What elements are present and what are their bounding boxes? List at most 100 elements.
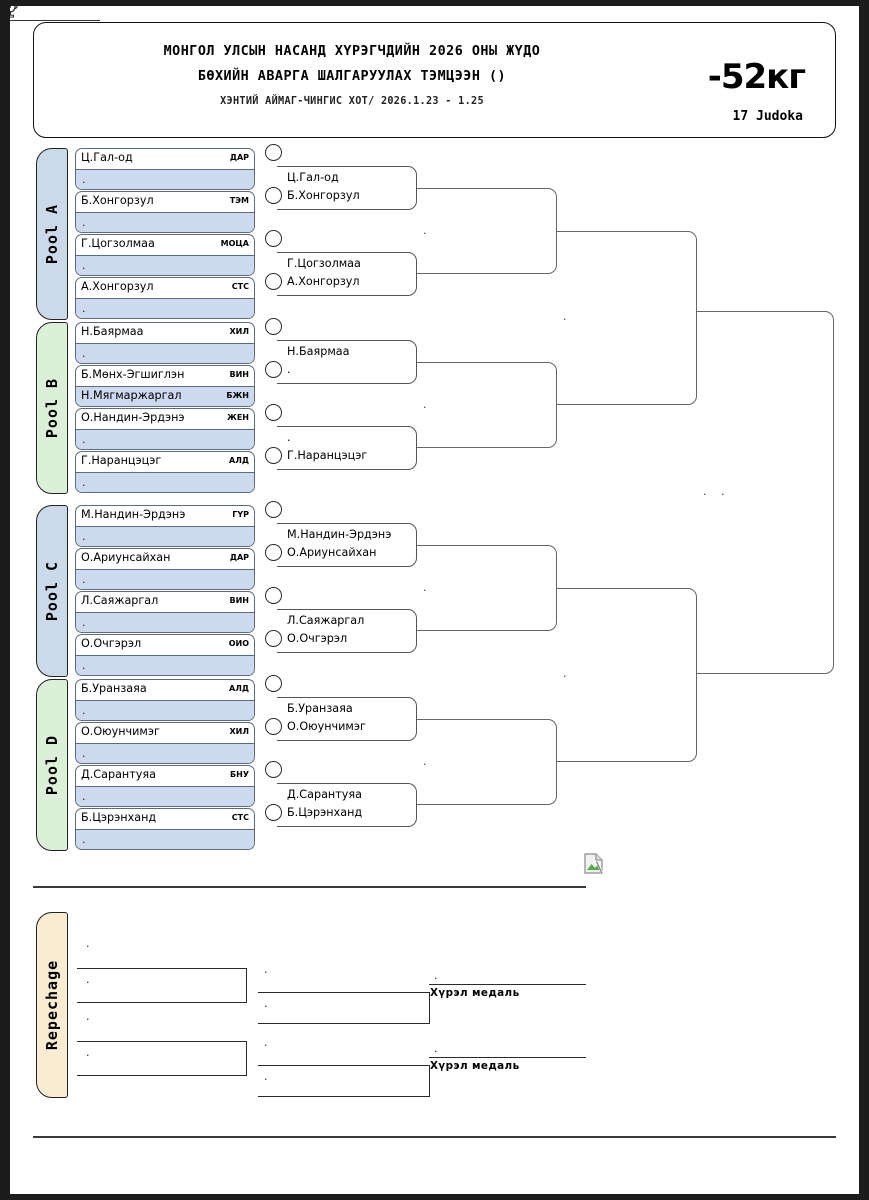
subslot-placeholder: . xyxy=(82,704,86,717)
semifinal-result: . xyxy=(563,667,567,680)
final-connector[interactable] xyxy=(697,311,834,674)
section-divider-top xyxy=(33,886,586,888)
competitor-subslot[interactable]: . xyxy=(76,655,254,675)
repechage-upper-line-top xyxy=(77,968,247,969)
round2-line1: Б.Уранзаяа xyxy=(287,702,353,715)
competitor-club: ДАР xyxy=(229,153,249,162)
competitor-subslot[interactable]: . xyxy=(76,526,254,546)
competitor-club: СТС xyxy=(231,282,249,291)
round2-line1: Ц.Гал-од xyxy=(287,171,339,184)
bout-circle[interactable] xyxy=(265,187,282,204)
bout-circle[interactable] xyxy=(265,501,282,518)
competitor-name: А.Хонгорзул xyxy=(81,280,154,293)
final-result: . xyxy=(703,484,707,498)
competitor-subslot[interactable]: . xyxy=(76,169,254,189)
winner-line[interactable] xyxy=(0,20,100,21)
bout-circle[interactable] xyxy=(265,361,282,378)
repechage-lower-feed-top: . xyxy=(86,1010,90,1023)
round3-connector[interactable] xyxy=(417,719,557,805)
round3-connector[interactable] xyxy=(417,545,557,631)
round2-box[interactable]: Н.Баярмаа. xyxy=(277,340,417,384)
repechage-lower-mid-top: . xyxy=(264,1036,268,1049)
competitor-slot[interactable]: А.Хонгорзул СТС. xyxy=(75,277,255,319)
repechage-lower-result: . xyxy=(434,1042,438,1055)
bout-circle[interactable] xyxy=(265,587,282,604)
round2-line2: Б.Цэрэнханд xyxy=(287,806,363,819)
subslot-name: Н.Мягмаржаргал xyxy=(81,389,182,402)
page-top-margin xyxy=(0,0,869,6)
competitor-subslot[interactable]: . xyxy=(76,612,254,632)
bout-circle[interactable] xyxy=(265,447,282,464)
competitor-subslot[interactable]: . xyxy=(76,343,254,363)
subslot-placeholder: . xyxy=(82,302,86,315)
competitor-subslot[interactable]: . xyxy=(76,255,254,275)
bout-circle[interactable] xyxy=(265,404,282,421)
competitor-subslot[interactable]: . xyxy=(76,743,254,763)
competitor-name: О.Нандин-Эрдэнэ xyxy=(81,411,185,424)
subslot-placeholder: . xyxy=(82,173,86,186)
competitor-name: Н.Баярмаа xyxy=(81,325,144,338)
repechage-upper-line-bottom xyxy=(77,1002,247,1003)
bout-circle[interactable] xyxy=(265,318,282,335)
competitor-club: СТС xyxy=(231,813,249,822)
header-titles: МОНГОЛ УЛСЫН НАСАНД ХҮРЭГЧДИЙН 2026 ОНЫ … xyxy=(52,39,652,107)
subslot-placeholder: . xyxy=(82,833,86,846)
pool-tab-pool-b: Pool B xyxy=(36,322,68,494)
section-divider-bottom xyxy=(33,1136,836,1138)
repechage-upper-join xyxy=(246,968,247,1003)
bout-circle[interactable] xyxy=(265,718,282,735)
round3-result: . xyxy=(423,755,427,768)
bout-circle[interactable] xyxy=(265,230,282,247)
competitor-subslot[interactable]: . xyxy=(76,212,254,232)
subslot-placeholder: . xyxy=(82,573,86,586)
bout-circle[interactable] xyxy=(265,273,282,290)
competitor-club: ВИН xyxy=(229,370,250,379)
bout-circle[interactable] xyxy=(265,144,282,161)
competitor-name: Б.Цэрэнханд xyxy=(81,811,157,824)
semifinal-connector[interactable] xyxy=(557,588,697,762)
round2-line1: Н.Баярмаа xyxy=(287,345,350,358)
competitor-subslot[interactable]: . xyxy=(76,298,254,318)
bout-circle[interactable] xyxy=(265,804,282,821)
repechage-upper-mid-top: . xyxy=(264,963,268,976)
competitor-subslot[interactable]: . xyxy=(76,569,254,589)
round3-connector[interactable] xyxy=(417,362,557,448)
competitor-subslot[interactable]: . xyxy=(76,472,254,492)
competitor-subslot[interactable]: . xyxy=(76,429,254,449)
competitor-subslot[interactable]: . xyxy=(76,700,254,720)
bout-circle[interactable] xyxy=(265,675,282,692)
round3-connector[interactable] xyxy=(417,188,557,274)
bout-circle[interactable] xyxy=(265,761,282,778)
competitor-subslot[interactable]: . xyxy=(76,829,254,849)
competitor-name: Д.Сарантуяа xyxy=(81,768,156,781)
bout-circle[interactable] xyxy=(265,630,282,647)
competitor-name: Л.Саяжаргал xyxy=(81,594,159,607)
semifinal-connector[interactable] xyxy=(557,231,697,405)
round3-result: . xyxy=(423,224,427,237)
bout-circle[interactable] xyxy=(265,544,282,561)
round2-box[interactable]: .Г.Наранцэцэг xyxy=(277,426,417,470)
competitor-subslot[interactable]: . xyxy=(76,786,254,806)
competitor-slot[interactable]: Б.Цэрэнханд СТС. xyxy=(75,808,255,850)
